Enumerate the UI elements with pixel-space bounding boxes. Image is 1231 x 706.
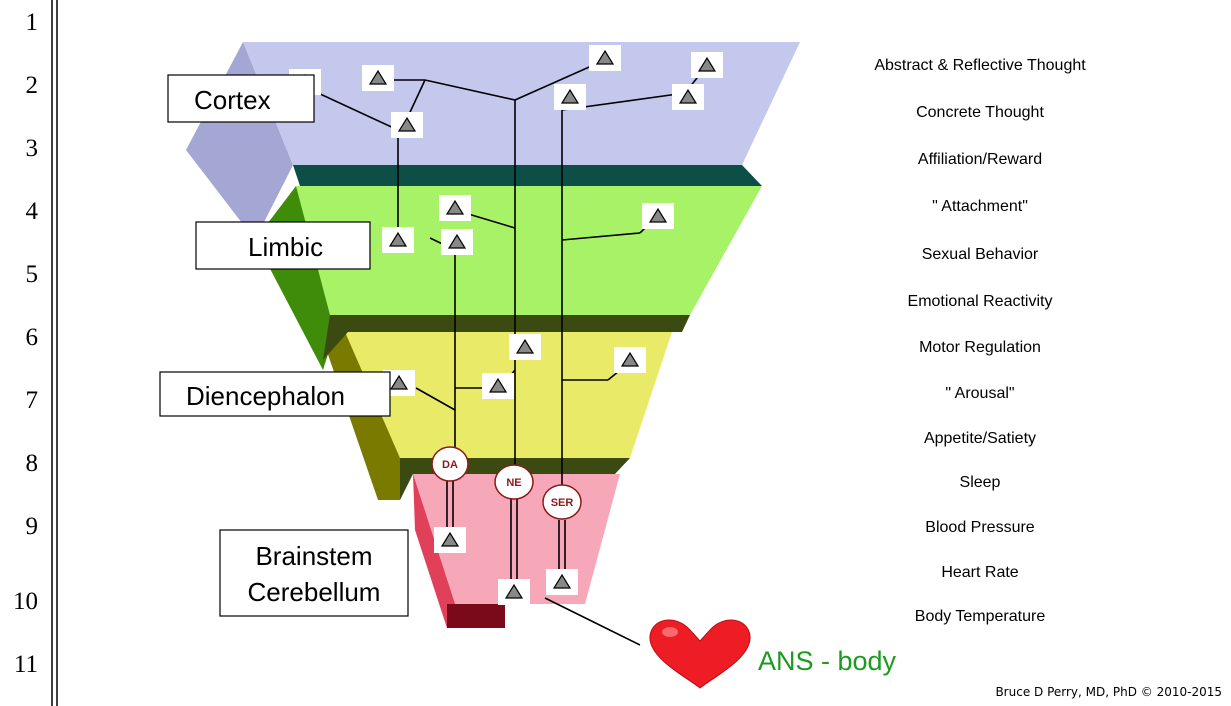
function-item: " Attachment"	[932, 198, 1028, 215]
function-item: Body Temperature	[915, 608, 1046, 625]
copyright-credit: Bruce D Perry, MD, PhD © 2010-2015	[995, 685, 1222, 699]
row-number: 7	[26, 387, 39, 414]
brainstem-bottom	[447, 604, 505, 628]
region-label-limbic: Limbic	[248, 232, 323, 262]
region-label-brainstem: Brainstem	[255, 541, 372, 571]
function-item: Affiliation/Reward	[918, 151, 1042, 168]
nt-ser: SER	[543, 485, 581, 519]
row-number: 6	[26, 324, 39, 351]
nt-ne: NE	[495, 465, 533, 499]
row-number: 2	[26, 72, 39, 99]
row-number: 9	[26, 513, 39, 540]
row-number: 3	[26, 135, 39, 162]
nt-label: DA	[442, 459, 458, 471]
region-label-diencephalon: Diencephalon	[186, 381, 345, 411]
region-label-cerebellum: Cerebellum	[248, 577, 381, 607]
function-item: Concrete Thought	[916, 104, 1044, 121]
function-item: Motor Regulation	[919, 339, 1041, 356]
function-item: Sexual Behavior	[922, 246, 1039, 263]
ans-connector-line	[545, 598, 640, 645]
function-item: Heart Rate	[941, 564, 1018, 581]
function-item: Abstract & Reflective Thought	[874, 57, 1086, 74]
region-limbic: Limbic	[196, 222, 370, 269]
nt-label: SER	[551, 497, 574, 509]
ans-body-label: ANS - body	[758, 646, 897, 676]
function-item: Sleep	[960, 474, 1001, 491]
region-brainstem: Brainstem Cerebellum	[220, 530, 408, 616]
heart-icon	[650, 620, 750, 688]
function-item: Appetite/Satiety	[924, 430, 1036, 447]
function-item: Emotional Reactivity	[908, 293, 1053, 310]
row-number: 5	[26, 261, 39, 288]
row-number: 4	[26, 198, 39, 225]
row-number: 11	[14, 651, 38, 678]
function-item: " Arousal"	[945, 385, 1014, 402]
function-item: Blood Pressure	[925, 519, 1034, 536]
row-numbers: 1 2 3 4 5 6 7 8 9 10 11	[13, 9, 39, 678]
row-number: 8	[26, 450, 39, 477]
function-list: Abstract & Reflective Thought Concrete T…	[874, 57, 1086, 625]
nt-da: DA	[432, 447, 468, 481]
row-number: 10	[13, 588, 38, 615]
heart-highlight	[662, 627, 678, 637]
region-label-cortex: Cortex	[194, 85, 271, 115]
row-number: 1	[26, 9, 39, 36]
nt-label: NE	[506, 477, 521, 489]
region-cortex: Cortex	[168, 75, 314, 122]
region-diencephalon: Diencephalon	[160, 372, 390, 416]
limbic-top	[293, 165, 762, 186]
